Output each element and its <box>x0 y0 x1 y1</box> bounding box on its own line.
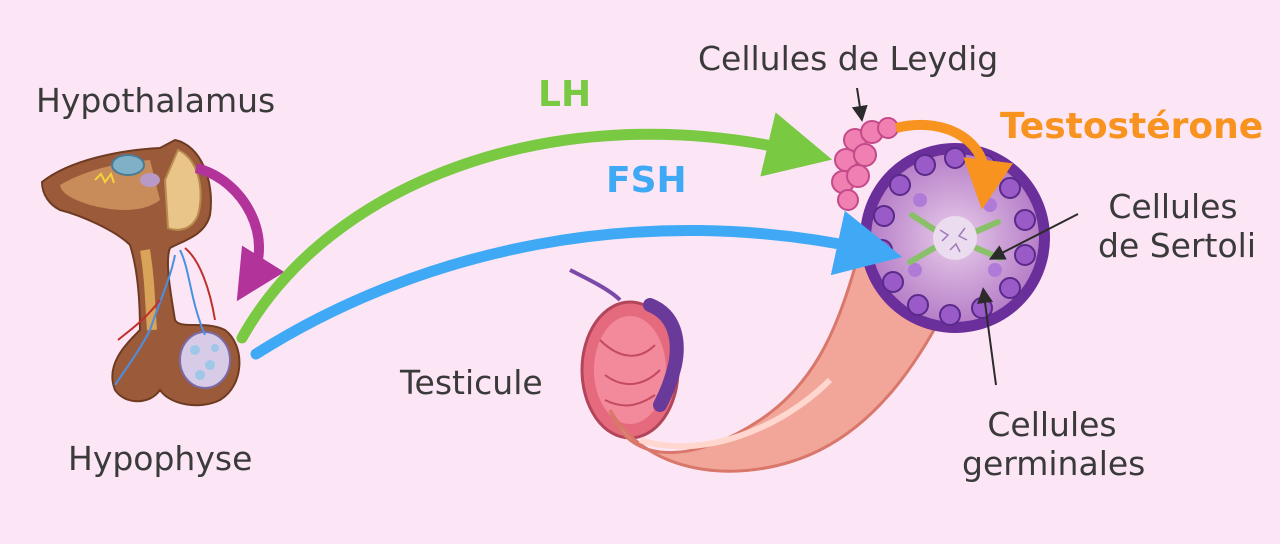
label-hypophyse: Hypophyse <box>68 439 253 478</box>
label-sertoli: Cellules de Sertoli <box>1098 187 1257 266</box>
label-germinal: Cellules germinales <box>962 405 1146 484</box>
label-germinal-line1: Cellules <box>987 405 1117 444</box>
feedback-arrow <box>194 163 285 302</box>
label-leydig: Cellules de Leydig <box>698 39 999 78</box>
hypothalamus-pituitary-illustration <box>40 138 241 407</box>
label-sertoli-line1: Cellules <box>1108 187 1238 226</box>
label-sertoli-line2: de Sertoli <box>1098 225 1257 265</box>
seminiferous-tubule <box>860 143 1050 333</box>
label-lh: LH <box>538 74 592 115</box>
label-testicule: Testicule <box>400 363 543 402</box>
sertoli-pointer <box>988 213 1079 260</box>
label-fsh: FSH <box>606 160 687 201</box>
fsh-arrow <box>250 210 903 360</box>
testosterone-arrow <box>894 119 1013 210</box>
lh-arrow <box>236 112 833 344</box>
label-hypothalamus: Hypothalamus <box>36 81 276 120</box>
label-germinal-line2: germinales <box>962 443 1146 483</box>
label-testosterone: Testostérone <box>1000 106 1264 147</box>
germinal-pointer <box>977 287 997 386</box>
leydig-cells <box>831 117 899 211</box>
leydig-pointer <box>851 87 868 122</box>
